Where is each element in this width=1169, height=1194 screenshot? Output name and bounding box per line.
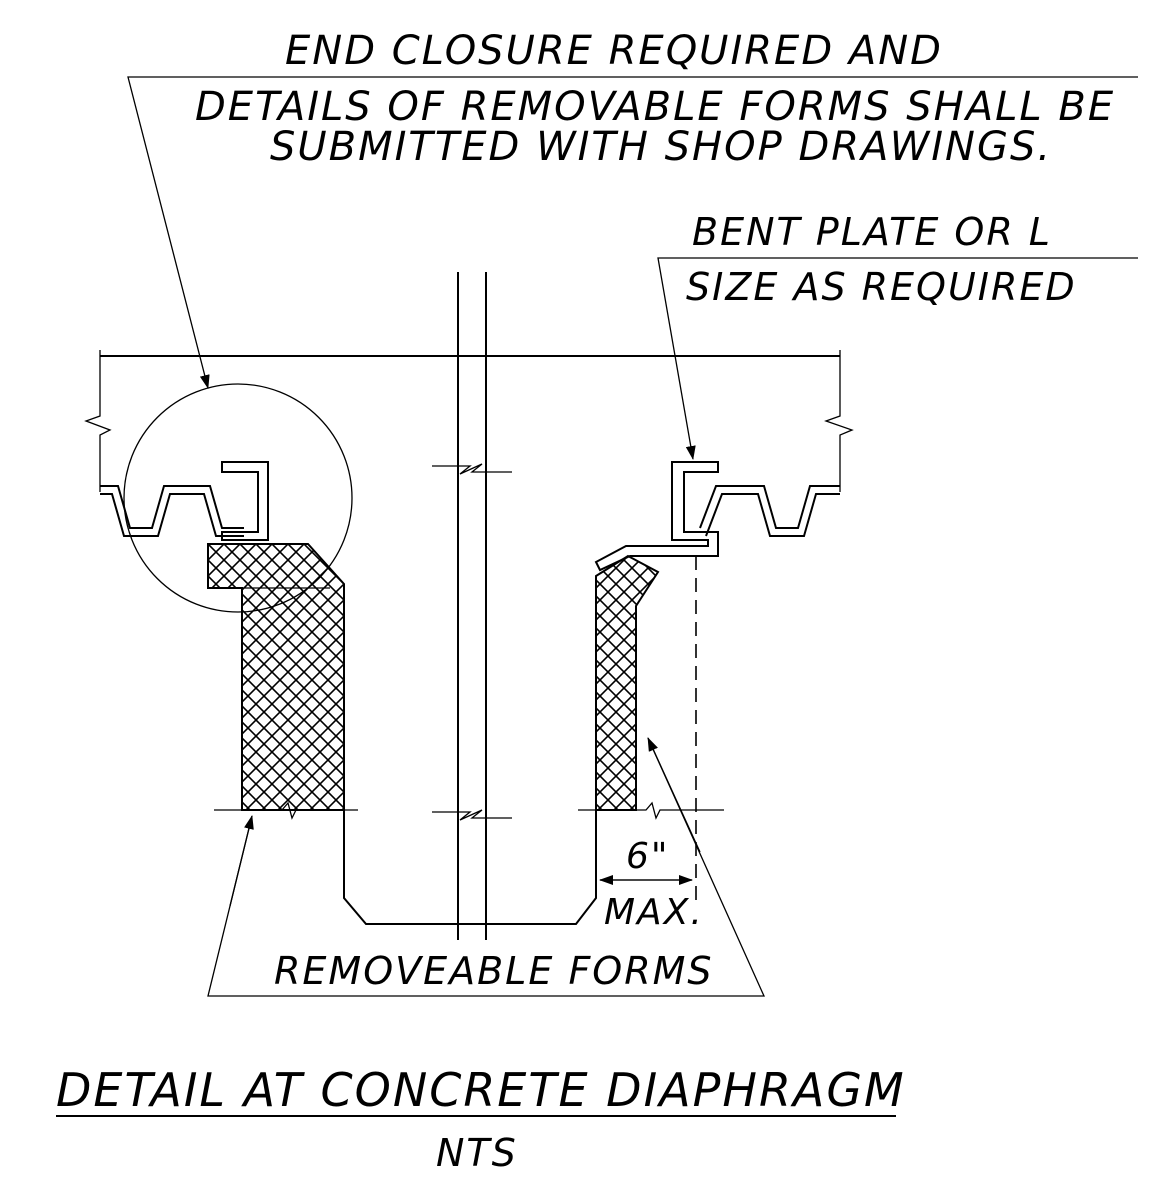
form-bottom-left-line <box>214 801 358 820</box>
web-break-upper <box>432 463 512 475</box>
note-end-closure-line1: END CLOSURE REQUIRED AND <box>285 28 943 74</box>
note-end-closure-line3: SUBMITTED WITH SHOP DRAWINGS. <box>270 124 1052 170</box>
left-closure-angle <box>221 461 269 541</box>
metal-deck-right <box>699 485 840 529</box>
detail-circle <box>123 383 353 613</box>
drawing-title: DETAIL AT CONCRETE DIAPHRAGM <box>56 1063 906 1117</box>
metal-deck-left <box>100 485 244 529</box>
slab-right-break <box>824 350 854 492</box>
drawing-scale: NTS <box>436 1131 518 1175</box>
note-bent-plate-line1: BENT PLATE OR L <box>692 210 1052 254</box>
form-bottom-right-line <box>578 801 724 820</box>
leader-bent-plate <box>657 257 1138 460</box>
slab-left-break <box>84 350 112 492</box>
web-break-lower <box>432 809 512 821</box>
note-end-closure-line2: DETAILS OF REMOVABLE FORMS SHALL BE <box>195 84 1115 130</box>
right-bent-plate <box>594 461 719 572</box>
left-removable-form <box>207 543 345 811</box>
right-removable-form <box>595 554 660 811</box>
dim-value-6in: 6" <box>626 836 669 877</box>
leader-end-closure <box>127 76 1138 389</box>
label-removeable-forms: REMOVEABLE FORMS <box>274 949 714 993</box>
note-bent-plate-line2: SIZE AS REQUIRED <box>686 265 1077 309</box>
dim-max-label: MAX. <box>604 892 704 933</box>
diaphragm-bottom-outline <box>343 810 597 925</box>
